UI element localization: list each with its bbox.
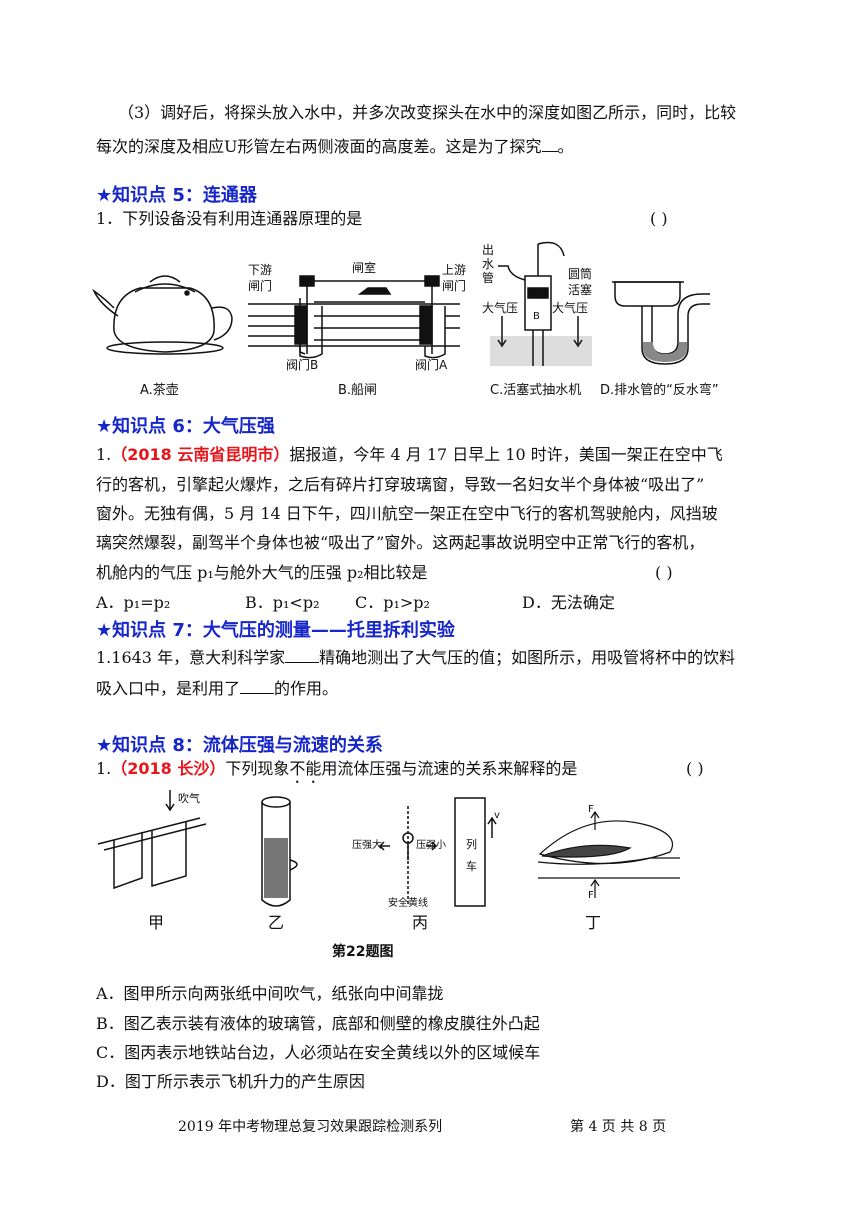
train-label-1: 列 bbox=[466, 837, 477, 851]
kp8-option-c: C．图丙表示地铁站台边，人必须站在安全黄线以外的区域候车 bbox=[96, 1043, 541, 1062]
kp6-line-3: 窗外。无独有偶，5 月 14 日下午，四川航空一架正在空中飞行的客机驾驶舱内，风… bbox=[96, 504, 718, 523]
low-pressure-label: 压强小 bbox=[416, 839, 446, 851]
drain-trap-illustration bbox=[612, 281, 710, 365]
piston-label-1: 圆筒 bbox=[568, 266, 592, 281]
kp7-heading: ★知识点 7：大气压的测量——托里拆利实验 bbox=[96, 620, 455, 641]
valve-b-label: 阀门B bbox=[286, 357, 318, 372]
atmospheric-pressure-left: 大气压 bbox=[482, 300, 518, 315]
atmospheric-pressure-right: 大气压 bbox=[552, 300, 588, 315]
option-d-caption: D.排水管的“反水弯” bbox=[600, 382, 719, 398]
kp6-heading: ★知识点 6：大气压强 bbox=[96, 416, 275, 437]
question-text: 下列设备没有利用连通器原理的是 bbox=[122, 209, 363, 228]
kp7-text-c: 吸入口中，是利用了 bbox=[96, 679, 241, 698]
high-pressure-label: 压强大 bbox=[352, 838, 382, 851]
figure-caption: 第22题图 bbox=[332, 943, 393, 960]
upstream-gate-label-2: 闸门 bbox=[442, 278, 466, 293]
kp8-question: 1.（2018 长沙）下列现象不能用流体压强与流速的关系来解释的是 bbox=[96, 759, 577, 787]
kp6-option-d: D．无法确定 bbox=[522, 593, 615, 612]
connected-vessels-figure: A.茶壶 下游 闸门 闸室 上游 闸门 阀门B 阀门A B.船闸 bbox=[92, 241, 719, 398]
kp8-option-a: A．图甲所示向两张纸中间吹气，纸张向中间靠拢 bbox=[96, 984, 444, 1003]
safety-line-label: 安全黄线 bbox=[388, 896, 428, 909]
q3-line-2: 每次的深度及相应U形管左右两侧液面的高度差。这是为了探究。 bbox=[96, 137, 574, 157]
answer-blank bbox=[240, 679, 275, 694]
kp7-text-d: 的作用。 bbox=[274, 679, 339, 698]
answer-blank bbox=[541, 137, 558, 152]
force-f2-label: F bbox=[588, 890, 594, 901]
kp7-text-b: 精确地测出了大气压的值；如图所示，用吸管将杯中的饮料 bbox=[319, 648, 736, 667]
glass-tube-illustration bbox=[261, 796, 298, 907]
kp7-line-1: 1.1643 年，意大利科学家 精确地测出了大气压的值；如图所示，用吸管将杯中的饮… bbox=[96, 648, 735, 668]
valve-a-mark: A bbox=[533, 287, 540, 298]
option-c-caption: C.活塞式抽水机 bbox=[490, 382, 581, 398]
downstream-gate-label-2: 闸门 bbox=[248, 278, 272, 293]
answer-paren: ( ) bbox=[655, 563, 673, 582]
kp6-line-1: 1.（2018 云南省昆明市）据报道，今年 4 月 17 日早上 10 时许，美… bbox=[96, 445, 723, 465]
question-source: （2018 云南省昆明市） bbox=[111, 445, 290, 464]
ship-lock-illustration bbox=[248, 275, 460, 359]
question-number: 1. bbox=[96, 445, 112, 464]
kp8-option-d: D．图丁所示表示飞机升力的产生原因 bbox=[96, 1072, 365, 1091]
fluid-pressure-figure: 吹气 甲 乙 压强大 压强小 列 车 v 安全黄线 丙 F F 丁 第22题图 bbox=[97, 790, 680, 960]
platform-illustration bbox=[378, 797, 497, 907]
lock-chamber-label: 闸室 bbox=[352, 260, 376, 275]
kp6-option-c: C．p₁>p₂ bbox=[355, 593, 430, 612]
kp7-text-a: 1.1643 年，意大利科学家 bbox=[96, 648, 286, 667]
force-f1-label: F bbox=[588, 804, 594, 815]
paper-sheets-illustration bbox=[97, 790, 207, 890]
kp6-line-2: 行的客机，引擎起火爆炸，之后有碎片打穿玻璃窗，导致一名妇女半个身体被“吸出了” bbox=[96, 475, 705, 494]
figure-yi-label: 乙 bbox=[268, 913, 284, 932]
kp5-heading: ★知识点 5：连通器 bbox=[96, 185, 257, 206]
q3-line-2-end: 。 bbox=[557, 137, 574, 156]
question-emphasis: 不能 bbox=[289, 759, 322, 778]
footer-page-number: 第 4 页 共 8 页 bbox=[570, 1119, 667, 1135]
question-number: 1. bbox=[96, 759, 112, 778]
downstream-gate-label-1: 下游 bbox=[248, 263, 272, 277]
option-b-caption: B.船闸 bbox=[338, 383, 377, 398]
answer-paren: ( ) bbox=[650, 209, 668, 228]
question-text: 据报道，今年 4 月 17 日早上 10 时许，美国一架正在空中飞 bbox=[289, 445, 723, 464]
blow-air-label: 吹气 bbox=[178, 791, 200, 805]
option-a-caption: A.茶壶 bbox=[140, 382, 179, 398]
kp8-heading: ★知识点 8：流体压强与流速的关系 bbox=[96, 735, 383, 756]
kp6-option-a: A．p₁=p₂ bbox=[96, 593, 171, 612]
kp6-option-b: B．p₁<p₂ bbox=[245, 593, 320, 612]
upstream-gate-label-1: 上游 bbox=[442, 263, 466, 277]
valve-a-label: 阀门A bbox=[415, 357, 448, 372]
velocity-label: v bbox=[494, 810, 500, 821]
kp8-option-b: B．图乙表示装有液体的玻璃管，底部和侧壁的橡皮膜往外凸起 bbox=[96, 1014, 540, 1033]
teapot-illustration bbox=[92, 275, 233, 355]
piston-label-2: 活塞 bbox=[568, 282, 592, 297]
valve-b-mark: B bbox=[533, 311, 540, 322]
kp6-line-5: 机舱内的气压 p₁与舱外大气的压强 p₂相比较是 bbox=[96, 563, 428, 582]
outlet-pipe-label-2: 水 bbox=[482, 257, 494, 271]
outlet-pipe-label-3: 管 bbox=[482, 270, 494, 285]
answer-paren: ( ) bbox=[686, 759, 704, 778]
figure-bing-label: 丙 bbox=[412, 913, 428, 932]
figure-ding-label: 丁 bbox=[585, 913, 601, 932]
kp5-question: 1．下列设备没有利用连通器原理的是 bbox=[96, 209, 362, 229]
figure-jia-label: 甲 bbox=[148, 913, 164, 932]
question-number: 1． bbox=[96, 209, 123, 228]
question-text-b: 用流体压强与流速的关系来解释的是 bbox=[321, 759, 578, 778]
footer-series: 2019 年中考物理总复习效果跟踪检测系列 bbox=[178, 1119, 443, 1135]
question-text-a: 下列现象 bbox=[225, 759, 290, 778]
outlet-pipe-label-1: 出 bbox=[482, 243, 494, 257]
piston-pump-illustration bbox=[490, 241, 592, 366]
airfoil-illustration bbox=[537, 810, 680, 898]
kp6-line-4: 璃突然爆裂，副驾半个身体也被“吸出了”窗外。这两起事故说明空中正常飞行的客机， bbox=[96, 533, 705, 552]
q3-line-2-text: 每次的深度及相应U形管左右两侧液面的高度差。这是为了探究 bbox=[96, 137, 542, 156]
kp7-line-2: 吸入口中，是利用了 的作用。 bbox=[96, 679, 338, 699]
q3-line-1: （3）调好后，将探头放入水中，并多次改变探头在水中的深度如图乙所示，同时，比较 bbox=[118, 103, 737, 122]
train-label-2: 车 bbox=[466, 859, 477, 873]
question-source: （2018 长沙） bbox=[111, 759, 226, 778]
answer-blank bbox=[285, 648, 320, 663]
